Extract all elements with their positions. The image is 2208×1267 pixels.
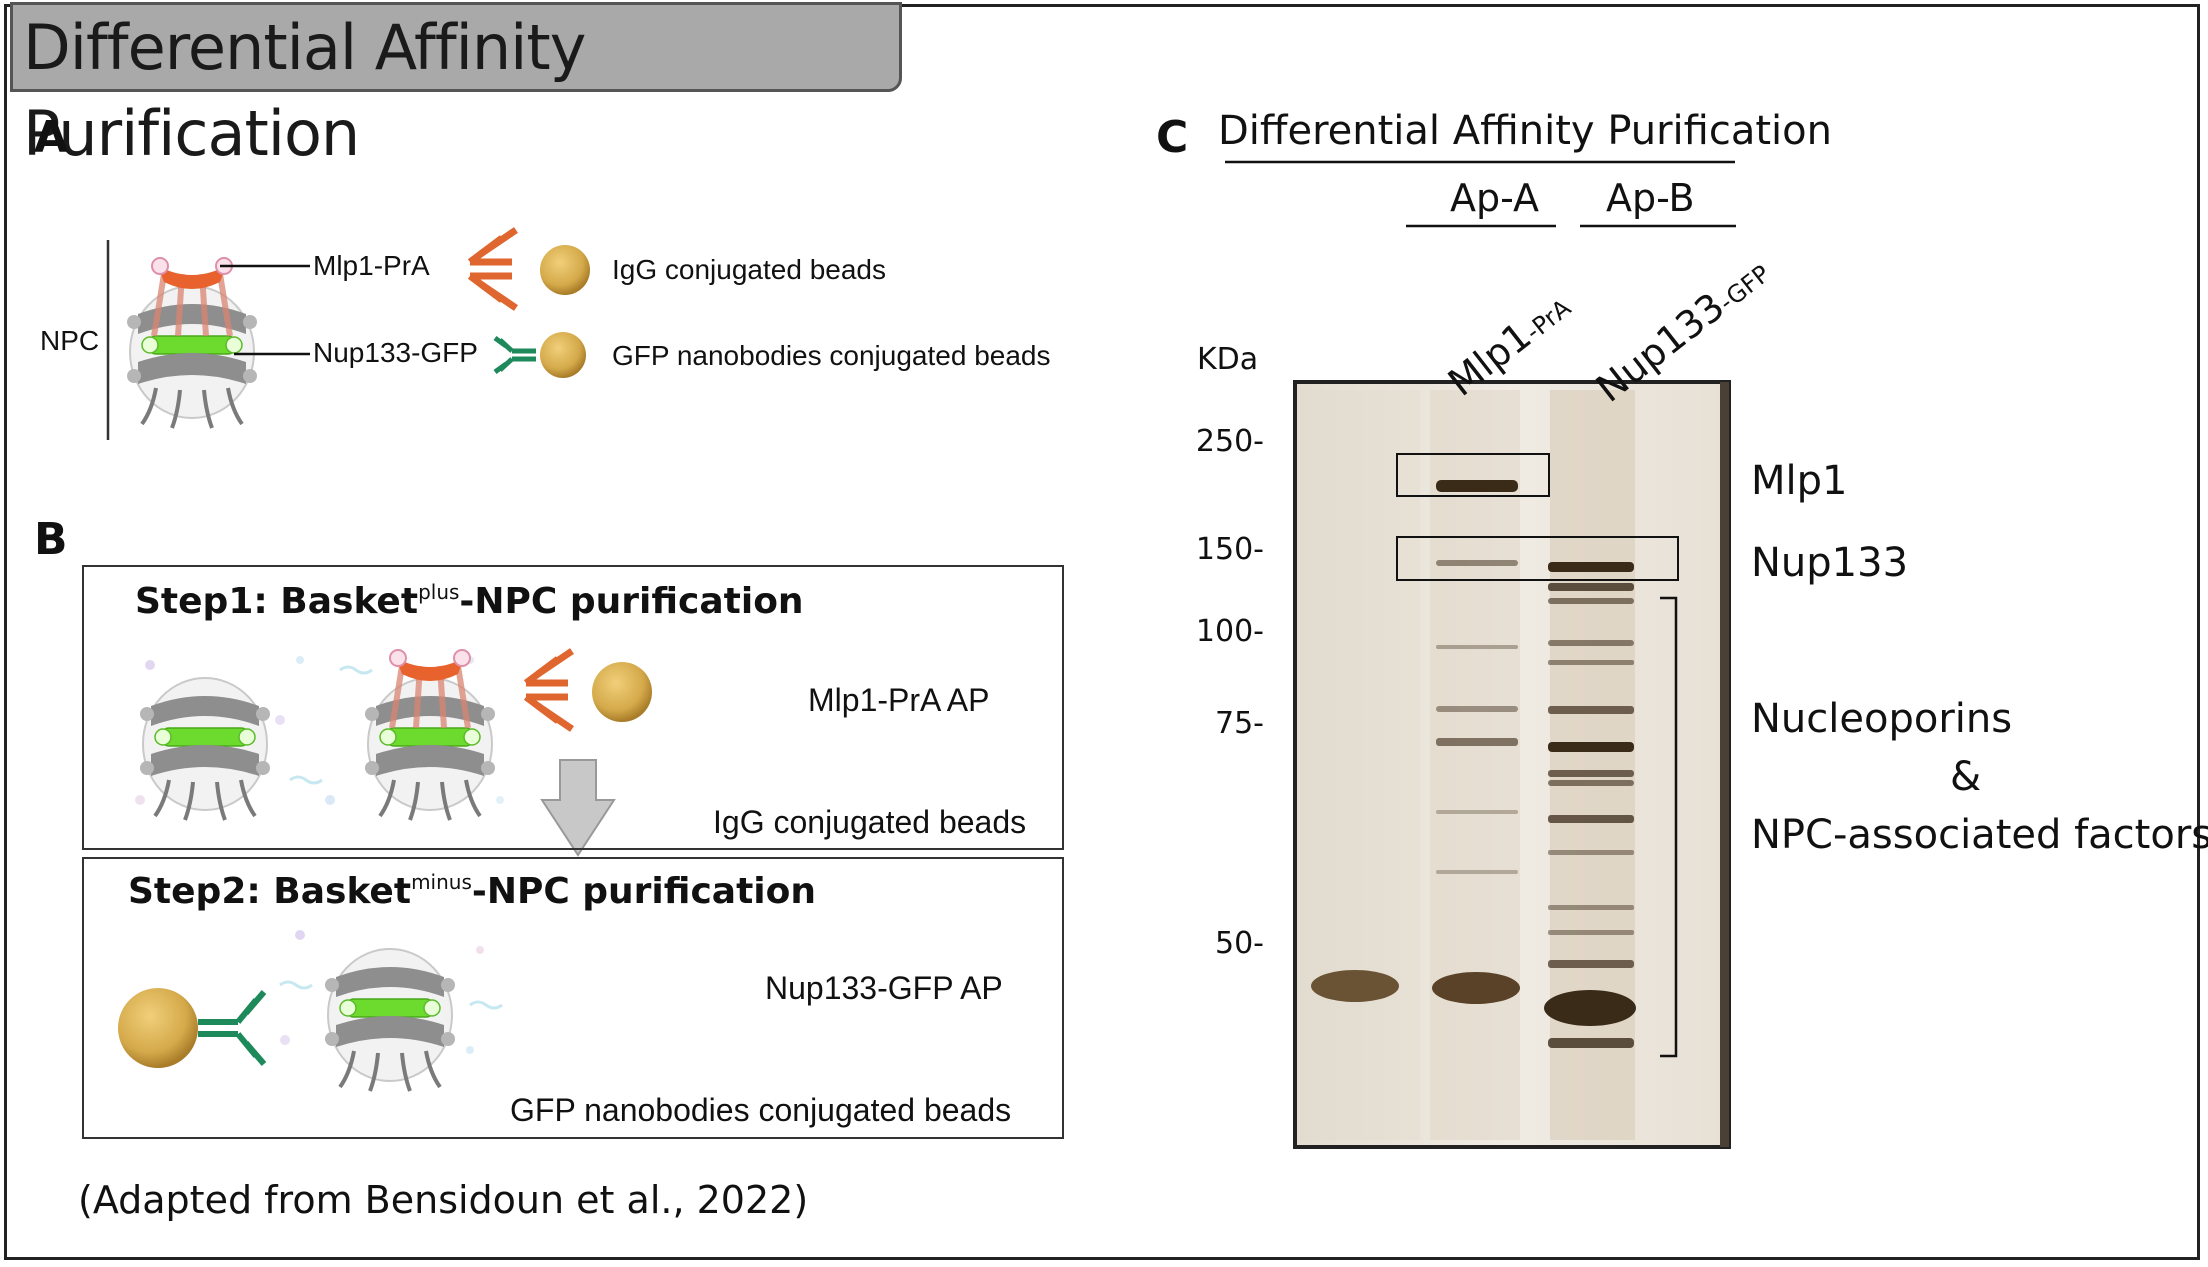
ap-a-label: Ap-A bbox=[1450, 176, 1539, 220]
marker-50: 50- bbox=[1215, 926, 1264, 961]
figure-title: Differential Affinity Purification bbox=[10, 2, 902, 170]
panel-c-letter: C bbox=[1156, 112, 1189, 163]
kda-label: KDa bbox=[1197, 342, 1259, 377]
step1-beads-label: IgG conjugated beads bbox=[713, 804, 1027, 840]
step2-ap-label: Nup133-GFP AP bbox=[765, 970, 1003, 1006]
ap-b-label: Ap-B bbox=[1606, 176, 1695, 220]
step1-box bbox=[82, 565, 1064, 850]
npc-label: NPC bbox=[40, 325, 100, 356]
igg-beads-label: IgG conjugated beads bbox=[612, 254, 886, 285]
panel-a-letter: A bbox=[34, 112, 69, 163]
bracket-label-ampersand: & bbox=[1950, 754, 1982, 800]
band-label-nup133: Nup133 bbox=[1751, 540, 1909, 586]
band-label-mlp1: Mlp1 bbox=[1751, 458, 1848, 504]
bracket-label-nucleoporins: Nucleoporins bbox=[1751, 696, 2013, 742]
figure-frame bbox=[4, 4, 2200, 1260]
panel-b-letter: B bbox=[34, 514, 68, 565]
step1-ap-label: Mlp1-PrA AP bbox=[808, 682, 990, 718]
nup133-label: Nup133-GFP bbox=[313, 337, 478, 368]
marker-150: 150- bbox=[1195, 532, 1264, 567]
step2-box bbox=[82, 857, 1064, 1139]
gfp-beads-label: GFP nanobodies conjugated beads bbox=[612, 340, 1051, 371]
step1-title: Step1: Basketplus-NPC purification bbox=[135, 580, 804, 622]
mlp1-label: Mlp1-PrA bbox=[313, 250, 430, 281]
panel-c-header: Differential Affinity Purification bbox=[1218, 108, 1832, 154]
step2-beads-label: GFP nanobodies conjugated beads bbox=[510, 1092, 1012, 1128]
marker-100: 100- bbox=[1195, 614, 1264, 649]
marker-250: 250- bbox=[1195, 424, 1264, 459]
step2-title: Step2: Basketminus-NPC purification bbox=[128, 870, 817, 912]
marker-75: 75- bbox=[1215, 706, 1264, 741]
citation: (Adapted from Bensidoun et al., 2022) bbox=[78, 1178, 809, 1222]
bracket-label-npc-factors: NPC-associated factors bbox=[1751, 812, 2208, 858]
